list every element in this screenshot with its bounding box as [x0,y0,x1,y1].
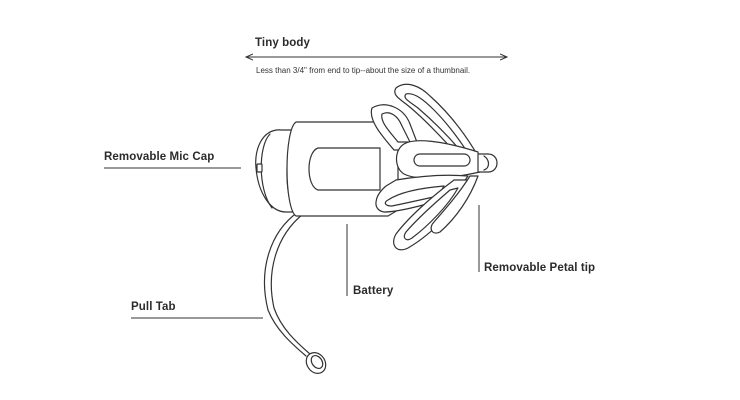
tiny-body-label: Tiny body [255,37,310,49]
pull-tab-knob-inner [310,354,324,370]
pull-tab-cord-inner [270,213,311,355]
tiny-body-caption: Less than 3/4" from end to tip--about th… [256,66,471,75]
battery-label: Battery [353,285,394,297]
battery-highlight [308,147,381,191]
pull-tab-knob [305,352,327,374]
pull-tab-label: Pull Tab [131,301,176,313]
mic-port [256,163,263,173]
mic-cap [255,129,297,213]
mic-cap-label: Removable Mic Cap [104,151,215,163]
petal-tip-nose [477,153,498,173]
petal-tip-label: Removable Petal tip [484,262,596,274]
petal-right-lower [430,175,479,234]
pull-tab-cord [264,211,307,357]
petal-lower-left [375,174,469,213]
